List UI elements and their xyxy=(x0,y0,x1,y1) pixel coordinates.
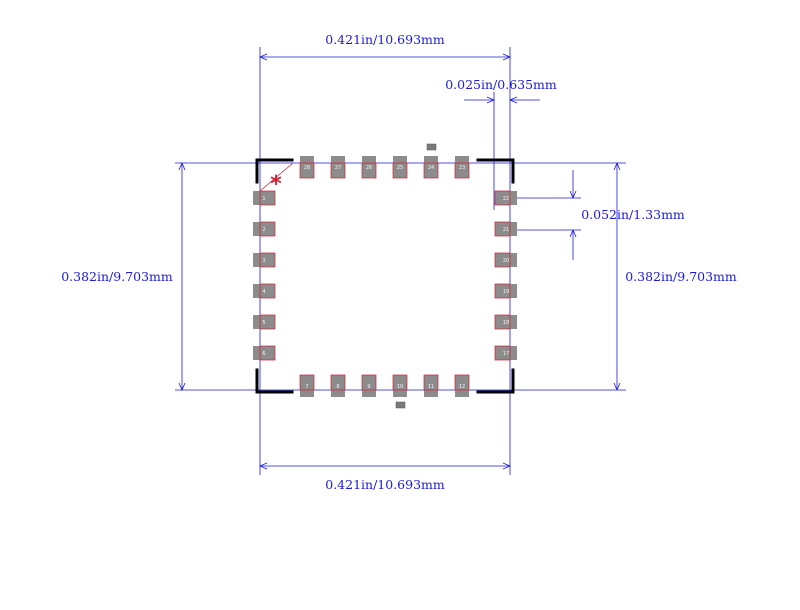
pitch-label: 0.025in/0.635mm xyxy=(445,77,557,92)
pad-label: 4 xyxy=(262,289,265,295)
pad-label: 1 xyxy=(262,196,265,202)
pad-bottom-8: 8 xyxy=(330,374,346,397)
top-marker-pad xyxy=(426,143,437,151)
pad-label: 2 xyxy=(262,227,265,233)
pad-label: 9 xyxy=(367,384,370,390)
height-label-right: 0.382in/9.703mm xyxy=(625,269,737,284)
pad-left-5: 5 xyxy=(253,314,276,330)
pad-label: 11 xyxy=(428,384,434,390)
pad-label: 8 xyxy=(336,384,339,390)
pad-top-23: 23 xyxy=(454,156,470,179)
pad-top-25: 25 xyxy=(392,156,408,179)
pad-column-right: 22 21 20 19 18 17 xyxy=(494,190,517,361)
pin1-marker-icon: * xyxy=(270,172,282,197)
body-outline xyxy=(255,158,515,394)
pad-label: 20 xyxy=(503,258,509,264)
pad-label: 18 xyxy=(503,320,509,326)
pad-top-26: 26 xyxy=(361,156,377,179)
pad-label: 23 xyxy=(459,165,465,171)
pad-label: 26 xyxy=(366,165,372,171)
pad-label: 5 xyxy=(262,320,265,326)
pad-left-4: 4 xyxy=(253,283,276,299)
pad-label: 10 xyxy=(397,384,403,390)
pad-bottom-12: 12 xyxy=(454,374,470,397)
pad-top-28: 28 xyxy=(299,156,315,179)
pad-label: 19 xyxy=(503,289,509,295)
pad-label: 28 xyxy=(304,165,310,171)
pad-right-22: 22 xyxy=(494,190,517,206)
pad-bottom-10: 10 xyxy=(392,374,408,397)
pad-label: 25 xyxy=(397,165,403,171)
height-label-left: 0.382in/9.703mm xyxy=(61,269,173,284)
pad-label: 22 xyxy=(503,196,509,202)
pad-right-19: 19 xyxy=(494,283,517,299)
pad-label: 24 xyxy=(428,165,434,171)
pad-label: 27 xyxy=(335,165,341,171)
width-label-bottom: 0.421in/10.693mm xyxy=(325,477,445,492)
pad-label: 12 xyxy=(459,384,465,390)
pad-bottom-11: 11 xyxy=(423,374,439,397)
pad-left-3: 3 xyxy=(253,252,276,268)
pad-row-bottom: 7 8 9 10 11 12 xyxy=(299,374,470,397)
pad-right-20: 20 xyxy=(494,252,517,268)
pad-label: 7 xyxy=(305,384,308,390)
pad-top-24: 24 xyxy=(423,156,439,179)
pad-left-1: 1 xyxy=(253,190,276,206)
width-label-top: 0.421in/10.693mm xyxy=(325,32,445,47)
extension-lines xyxy=(175,47,626,475)
pad-label: 3 xyxy=(262,258,265,264)
pad-spacing-label: 0.052in/1.33mm xyxy=(581,207,685,222)
dimension-lines xyxy=(178,53,621,470)
pad-right-17: 17 xyxy=(494,345,517,361)
pad-bottom-7: 7 xyxy=(299,374,315,397)
pad-right-21: 21 xyxy=(494,221,517,237)
pad-bottom-9: 9 xyxy=(361,374,377,397)
pad-label: 6 xyxy=(262,351,265,357)
pad-label: 21 xyxy=(503,227,509,233)
pad-right-18: 18 xyxy=(494,314,517,330)
bottom-marker-pad xyxy=(395,401,406,409)
pad-top-27: 27 xyxy=(330,156,346,179)
pad-row-top: 28 27 26 25 24 23 xyxy=(299,156,470,179)
pad-left-6: 6 xyxy=(253,345,276,361)
pad-column-left: 1 2 3 4 5 6 xyxy=(253,190,276,361)
pin1-diagonal xyxy=(259,162,294,192)
pad-left-2: 2 xyxy=(253,221,276,237)
pad-label: 17 xyxy=(503,351,509,357)
